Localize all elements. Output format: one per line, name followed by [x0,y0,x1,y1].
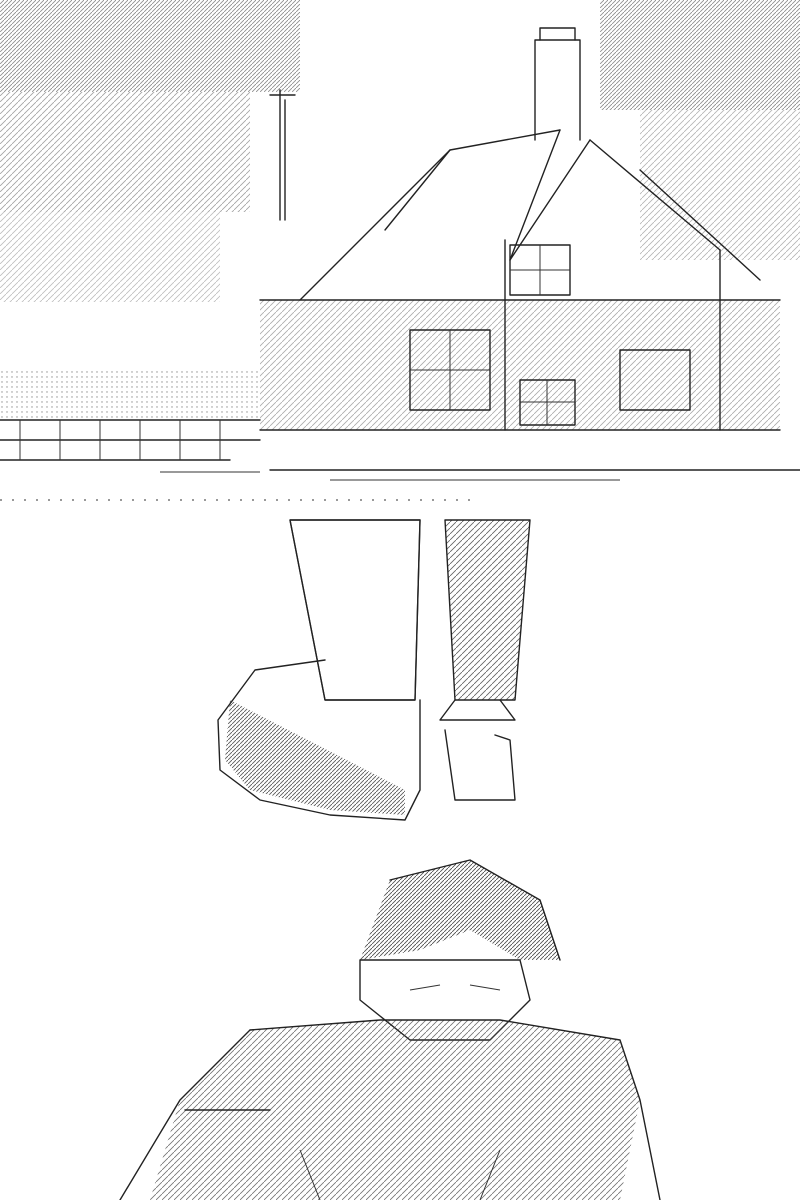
figure-body [119,1019,661,1200]
chimney [534,27,581,141]
figure-hair [360,859,561,961]
house-roof [299,129,761,301]
boots-scene [217,519,531,821]
tree-foliage-right [600,0,800,260]
lamp-post [269,89,296,221]
ground [0,469,800,501]
house-scene [0,0,800,501]
tree-foliage-left [0,0,300,302]
right-boot [439,519,531,801]
porch [0,370,261,461]
figure-scene [119,859,661,1200]
house-windows [409,244,691,426]
left-boot [217,519,421,821]
